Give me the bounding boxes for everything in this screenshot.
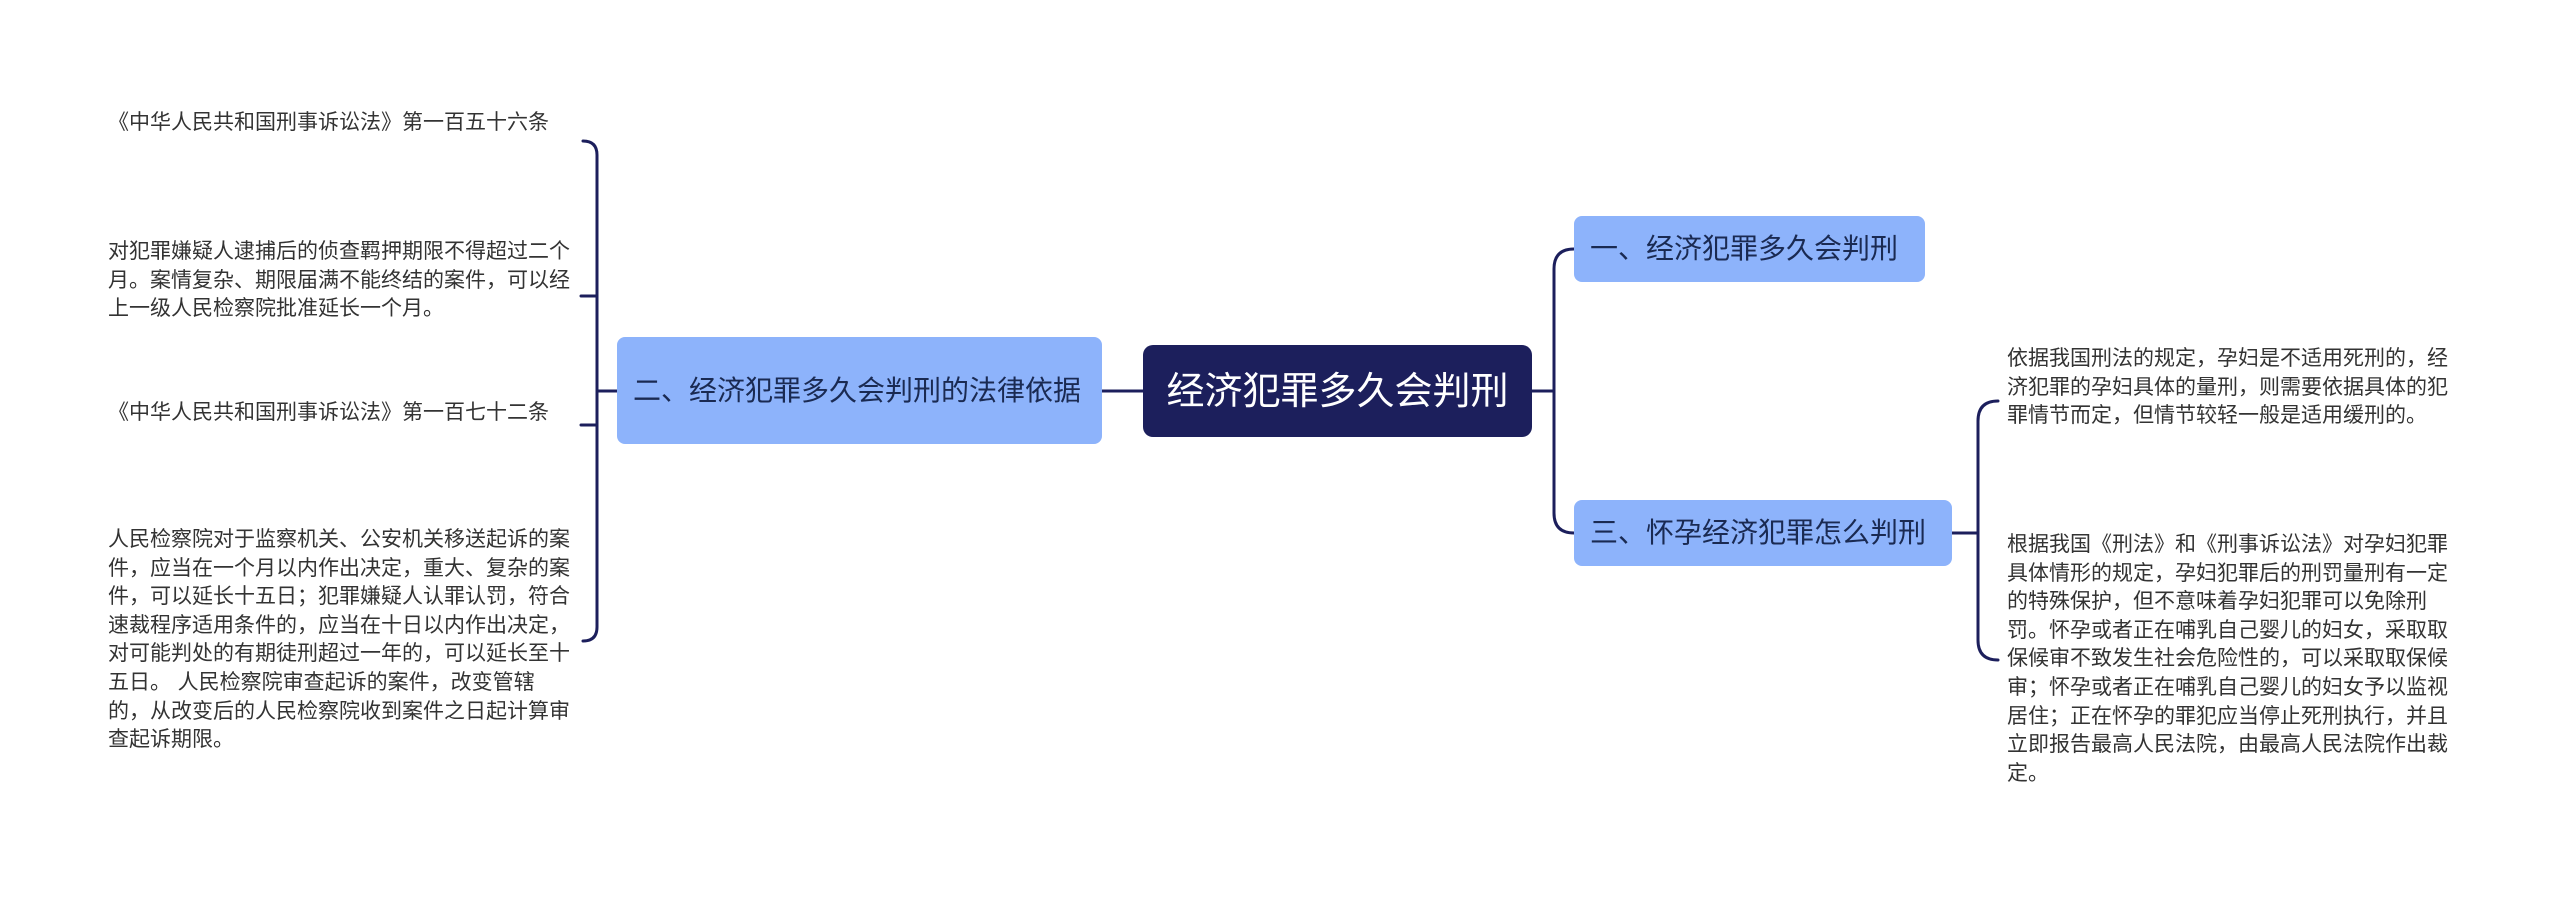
leaf-topic-2-4[interactable]: 人民检察院对于监察机关、公安机关移送起诉的案件，应当在一个月以内作出决定，重大、… bbox=[108, 527, 570, 752]
branch-topic-2[interactable]: 二、经济犯罪多久会判刑的法律依据 bbox=[617, 337, 1102, 444]
leaf-topic-2-3[interactable]: 《中华人民共和国刑事诉讼法》第一百七十二条 bbox=[108, 400, 549, 424]
branch-topic-3-label: 三、怀孕经济犯罪怎么判刑 bbox=[1590, 516, 1927, 549]
branch-topic-1[interactable]: 一、经济犯罪多久会判刑 bbox=[1574, 216, 1925, 282]
leaf-topic-2-1[interactable]: 《中华人民共和国刑事诉讼法》第一百五十六条 bbox=[108, 110, 549, 134]
leaf-topic-2-2[interactable]: 对犯罪嫌疑人逮捕后的侦查羁押期限不得超过二个月。案情复杂、期限届满不能终结的案件… bbox=[108, 239, 570, 321]
leaf-topic-3-2[interactable]: 根据我国《刑法》和《刑事诉讼法》对孕妇犯罪具体情形的规定，孕妇犯罪后的刑罚量刑有… bbox=[2007, 532, 2448, 785]
connector-branch-2-spine bbox=[581, 139, 599, 643]
branch-topic-3[interactable]: 三、怀孕经济犯罪怎么判刑 bbox=[1574, 500, 1952, 566]
leaf-topic-3-1[interactable]: 依据我国刑法的规定，孕妇是不适用死刑的，经济犯罪的孕妇具体的量刑，则需要依据具体… bbox=[2007, 346, 2448, 428]
connector-right-spine bbox=[1552, 247, 1576, 535]
connector-branch-3-spine bbox=[1976, 399, 2000, 662]
branch-topic-1-label: 一、经济犯罪多久会判刑 bbox=[1590, 232, 1899, 265]
root-topic[interactable]: 经济犯罪多久会判刑 bbox=[1143, 345, 1532, 437]
branch-topic-2-label: 二、经济犯罪多久会判刑的法律依据 bbox=[633, 373, 1082, 407]
